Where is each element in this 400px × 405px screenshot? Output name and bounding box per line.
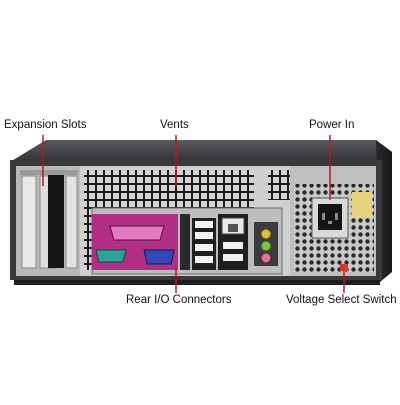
slot-latch (20, 170, 78, 175)
callout-lines (42, 135, 345, 293)
audio-jack-pink (260, 252, 272, 264)
power-inlet-pin-g (328, 221, 332, 224)
power-inlet (318, 204, 342, 230)
usb-port-5 (223, 242, 243, 249)
expansion-slot-cover-3 (65, 175, 78, 269)
vga-port (143, 249, 175, 265)
usb-port-6 (223, 254, 243, 261)
expansion-card-bracket (48, 172, 64, 268)
usb-port-2 (195, 232, 213, 239)
psu-label-sticker (352, 192, 372, 218)
label-voltage-select-switch: Voltage Select Switch (286, 294, 397, 306)
io-divider (180, 214, 190, 270)
usb-port-3 (195, 244, 213, 251)
label-rear-io-connectors: Rear I/O Connectors (126, 294, 232, 306)
vent-grid-lower-left (84, 210, 92, 270)
chassis-top (10, 140, 392, 166)
power-inlet-pin-r (335, 213, 338, 220)
parallel-port (109, 225, 165, 241)
voltage-select-switch (340, 264, 348, 271)
power-inlet-pin-l (322, 213, 325, 220)
usb-port-1 (195, 221, 213, 228)
vent-grid (84, 170, 254, 210)
vent-block-right (268, 170, 290, 200)
serial-port (95, 249, 127, 263)
expansion-slot-cover-1 (21, 175, 37, 269)
audio-jack-line-out (260, 228, 272, 240)
label-vents: Vents (160, 119, 189, 131)
chassis-base (14, 280, 380, 285)
label-expansion-slots: Expansion Slots (4, 119, 87, 131)
label-power-in: Power In (309, 119, 355, 131)
usb-port-4 (195, 256, 213, 263)
audio-jack-green (260, 240, 272, 252)
ethernet-jack (228, 224, 238, 232)
